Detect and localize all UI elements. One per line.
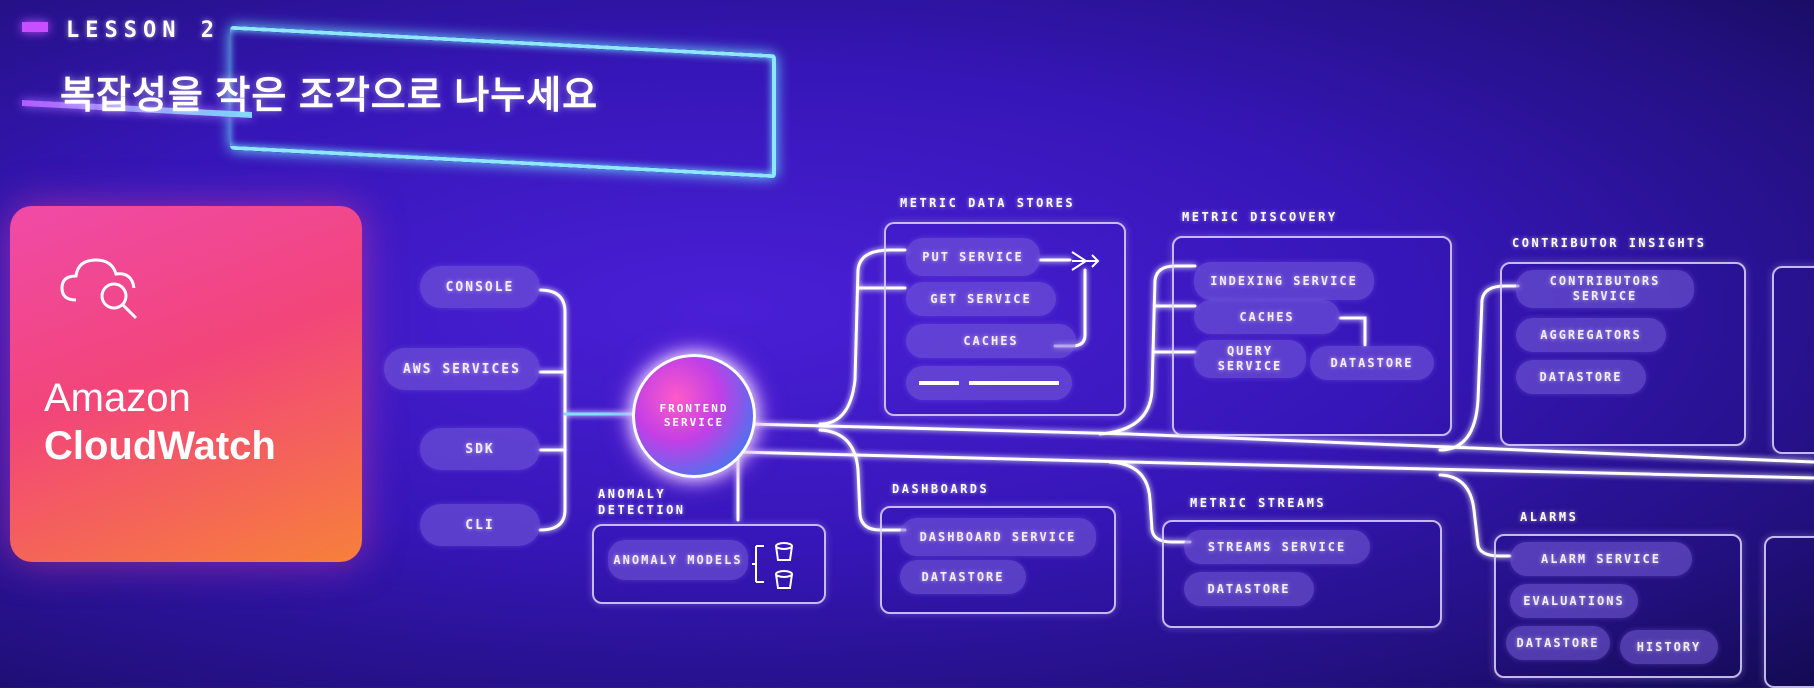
lesson-label: LESSON 2 (66, 18, 220, 43)
evaluations: EVALUATIONS (1510, 584, 1638, 618)
contributor-insights-title: CONTRIBUTOR INSIGHTS (1512, 236, 1707, 250)
cloudwatch-logo-tile: Amazon CloudWatch (10, 206, 362, 562)
alarms-box (1494, 534, 1742, 678)
discovery-datastore: DATASTORE (1310, 346, 1434, 380)
anomaly-title-line-1: ANOMALY (598, 487, 667, 501)
metric-data-stores-box (884, 222, 1126, 416)
cloud-search-icon (58, 250, 148, 324)
contributor-datastore: DATASTORE (1516, 360, 1646, 394)
page-title: 복잡성을 작은 조각으로 나누세요 (60, 75, 599, 117)
client-cli: CLI (420, 504, 540, 546)
logo-line-1: Amazon (44, 376, 191, 420)
offscreen-box-bottom (1764, 536, 1814, 688)
datastore-bucket-icon (752, 534, 802, 598)
metric-data-stores-title: METRIC DATA STORES (900, 196, 1076, 210)
client-console: CONSOLE (420, 266, 540, 308)
metric-discovery-box (1172, 236, 1452, 436)
placeholder-dash (919, 381, 959, 385)
anomaly-detection-box (592, 524, 826, 604)
contributors-service: CONTRIBUTORS SERVICE (1516, 270, 1694, 308)
indexing-service: INDEXING SERVICE (1194, 262, 1374, 300)
alarm-service: ALARM SERVICE (1510, 542, 1692, 576)
get-service: GET SERVICE (906, 282, 1056, 316)
dashboard-service: DASHBOARD SERVICE (900, 518, 1096, 556)
metric-streams-title: METRIC STREAMS (1190, 496, 1327, 510)
fan-in-icon (1070, 248, 1100, 278)
anomaly-models: ANOMALY MODELS (608, 540, 748, 580)
alarms-title: ALARMS (1520, 510, 1579, 524)
placeholder-dash (969, 381, 1059, 385)
history: HISTORY (1620, 630, 1718, 664)
anomaly-detection-title: ANOMALY DETECTION (598, 486, 686, 518)
logo-line-2: CloudWatch (44, 424, 276, 468)
anomaly-title-line-2: DETECTION (598, 503, 686, 517)
dashboards-title: DASHBOARDS (892, 482, 990, 496)
frontend-service-node: FRONTEND SERVICE (632, 354, 756, 478)
placeholder-pill (906, 366, 1072, 400)
client-aws-services: AWS SERVICES (384, 348, 540, 390)
metric-discovery-title: METRIC DISCOVERY (1182, 210, 1338, 224)
offscreen-box-top (1772, 266, 1814, 454)
aggregators: AGGREGATORS (1516, 318, 1666, 352)
discovery-caches: CACHES (1194, 300, 1340, 334)
dashboards-box (880, 506, 1116, 614)
streams-service: STREAMS SERVICE (1184, 530, 1370, 564)
streams-datastore: DATASTORE (1184, 572, 1314, 606)
put-service: PUT SERVICE (906, 238, 1040, 276)
dashboards-datastore: DATASTORE (900, 560, 1026, 594)
query-service: QUERY SERVICE (1194, 340, 1306, 378)
client-sdk: SDK (420, 428, 540, 470)
logo-wordmark: Amazon CloudWatch (44, 374, 276, 470)
lesson-accent-bar (22, 22, 48, 32)
metric-streams-box (1162, 520, 1442, 628)
caches: CACHES (906, 324, 1076, 358)
alarms-datastore: DATASTORE (1506, 626, 1610, 660)
contributor-insights-box (1500, 262, 1746, 446)
